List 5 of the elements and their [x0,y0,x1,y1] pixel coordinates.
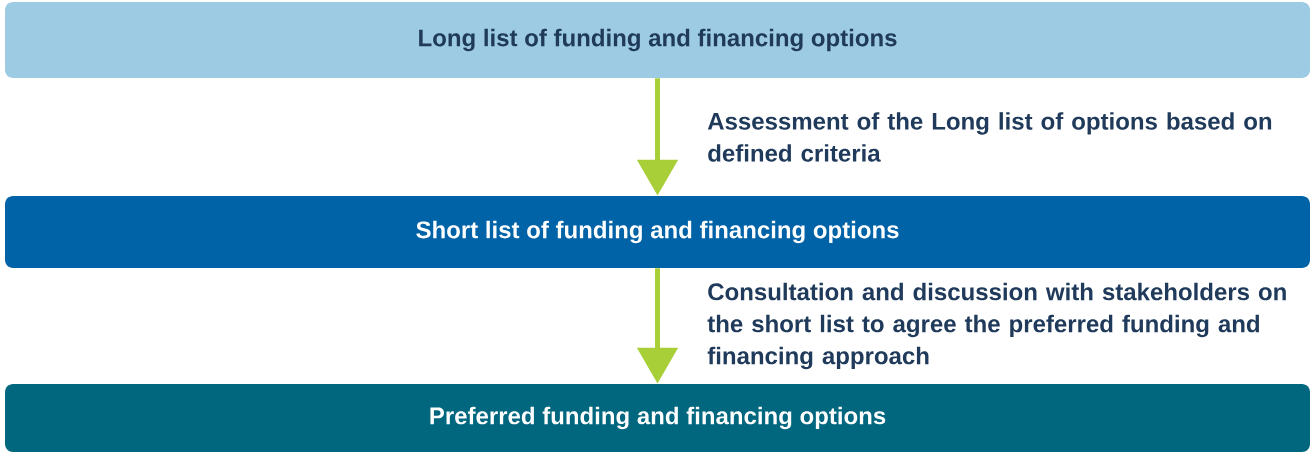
process-box: Long list of funding and financing options [5,2,1310,78]
edge-label: Consultation and discussion with stakeholders on the short list to agree the preferred funding and financing approach [707,282,1286,370]
process-box: Short list of funding and financing options [5,196,1310,268]
process-box: Preferred funding and financing options [5,384,1310,452]
edge-label: Assessment of the Long list of options based on defined criteria [707,112,1272,162]
